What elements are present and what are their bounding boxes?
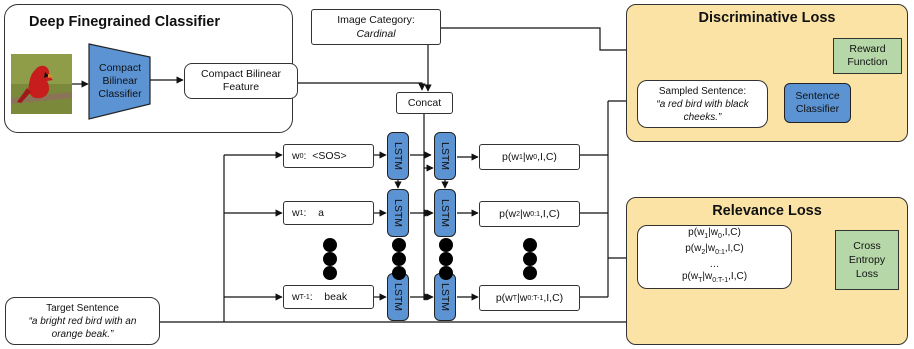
relevance-prob-2: p(w2|w0:1,I,C) bbox=[685, 243, 744, 256]
lstm-cell-1-t: LSTM bbox=[387, 273, 409, 321]
ellipsis-dot bbox=[392, 252, 406, 266]
cardinal-bird-icon bbox=[11, 54, 72, 114]
sampled-sentence-text-2: cheeks.” bbox=[683, 111, 722, 123]
lstm-cell-2-1: LSTM bbox=[434, 189, 456, 237]
concat-box: Concat bbox=[396, 92, 453, 114]
sampled-sentence-label: Sampled Sentence: bbox=[658, 85, 747, 97]
ellipsis-dot bbox=[523, 238, 537, 252]
relevance-ellipsis: … bbox=[709, 259, 720, 270]
sentence-classifier-line-1: Sentence bbox=[795, 90, 840, 102]
reward-line-2: Function bbox=[847, 56, 888, 68]
sampled-sentence-box: Sampled Sentence: “a red bird with black… bbox=[637, 80, 768, 128]
discriminative-loss-title: Discriminative Loss bbox=[698, 10, 836, 26]
ellipsis-dot bbox=[392, 238, 406, 252]
relevance-prob-1: p(w1|w0,I,C) bbox=[688, 227, 741, 240]
sampled-sentence-text-1: “a red bird with black bbox=[656, 98, 749, 110]
target-sentence-box: Target Sentence “a bright red bird with … bbox=[5, 297, 160, 345]
ellipsis-dot bbox=[523, 266, 537, 280]
sentence-classifier-line-2: Classifier bbox=[795, 103, 840, 115]
ellipsis-dot bbox=[523, 252, 537, 266]
finegrained-title: Deep Finegrained Classifier bbox=[29, 14, 220, 30]
relevance-loss-title: Relevance Loss bbox=[712, 203, 822, 219]
concat-label: Concat bbox=[407, 97, 442, 109]
sentence-classifier-box: Sentence Classifier bbox=[784, 83, 851, 123]
lstm-cell-1-0: LSTM bbox=[387, 132, 409, 180]
cross-entropy-line-3: Loss bbox=[855, 268, 879, 280]
classifier-line-2: Bilinear bbox=[102, 74, 138, 87]
reward-line-1: Reward bbox=[849, 43, 886, 55]
ellipsis-dot bbox=[439, 252, 453, 266]
cross-entropy-loss-box: Cross Entropy Loss bbox=[835, 230, 899, 290]
ellipsis-dot bbox=[439, 238, 453, 252]
image-category-label: Image Category: bbox=[337, 14, 415, 26]
image-category-box: Image Category: Cardinal bbox=[311, 9, 441, 45]
cardinal-bird-photo bbox=[11, 54, 72, 114]
compact-bilinear-classifier: Compact Bilinear Classifier bbox=[89, 58, 151, 104]
target-sentence-text-2: orange beak.” bbox=[51, 328, 114, 340]
cross-entropy-line-1: Cross bbox=[853, 240, 881, 252]
target-sentence-label: Target Sentence bbox=[46, 302, 119, 314]
reward-function-box: Reward Function bbox=[833, 38, 902, 74]
ellipsis-dot bbox=[323, 238, 337, 252]
feature-line-2: Feature bbox=[222, 81, 260, 93]
classifier-line-1: Compact bbox=[98, 61, 141, 74]
compact-bilinear-feature: Compact Bilinear Feature bbox=[184, 63, 298, 99]
relevance-probs-box: p(w1|w0,I,C) p(w2|w0:1,I,C) … p(wT|w0:T-… bbox=[637, 225, 792, 289]
cross-entropy-line-2: Entropy bbox=[848, 254, 886, 266]
lstm-cell-1-1: LSTM bbox=[387, 189, 409, 237]
target-sentence-text-1: “a bright red bird with an bbox=[28, 315, 137, 327]
ellipsis-dot bbox=[392, 266, 406, 280]
lstm-cell-2-t: LSTM bbox=[434, 273, 456, 321]
ellipsis-dot bbox=[323, 266, 337, 280]
image-category-value: Cardinal bbox=[356, 28, 396, 40]
feature-line-1: Compact Bilinear bbox=[201, 68, 281, 80]
ellipsis-dot bbox=[323, 252, 337, 266]
relevance-prob-t: p(wT|w0:T-1,I,C) bbox=[681, 271, 748, 284]
lstm-cell-2-0: LSTM bbox=[434, 132, 456, 180]
classifier-line-3: Classifier bbox=[98, 87, 142, 100]
ellipsis-dot bbox=[439, 266, 453, 280]
